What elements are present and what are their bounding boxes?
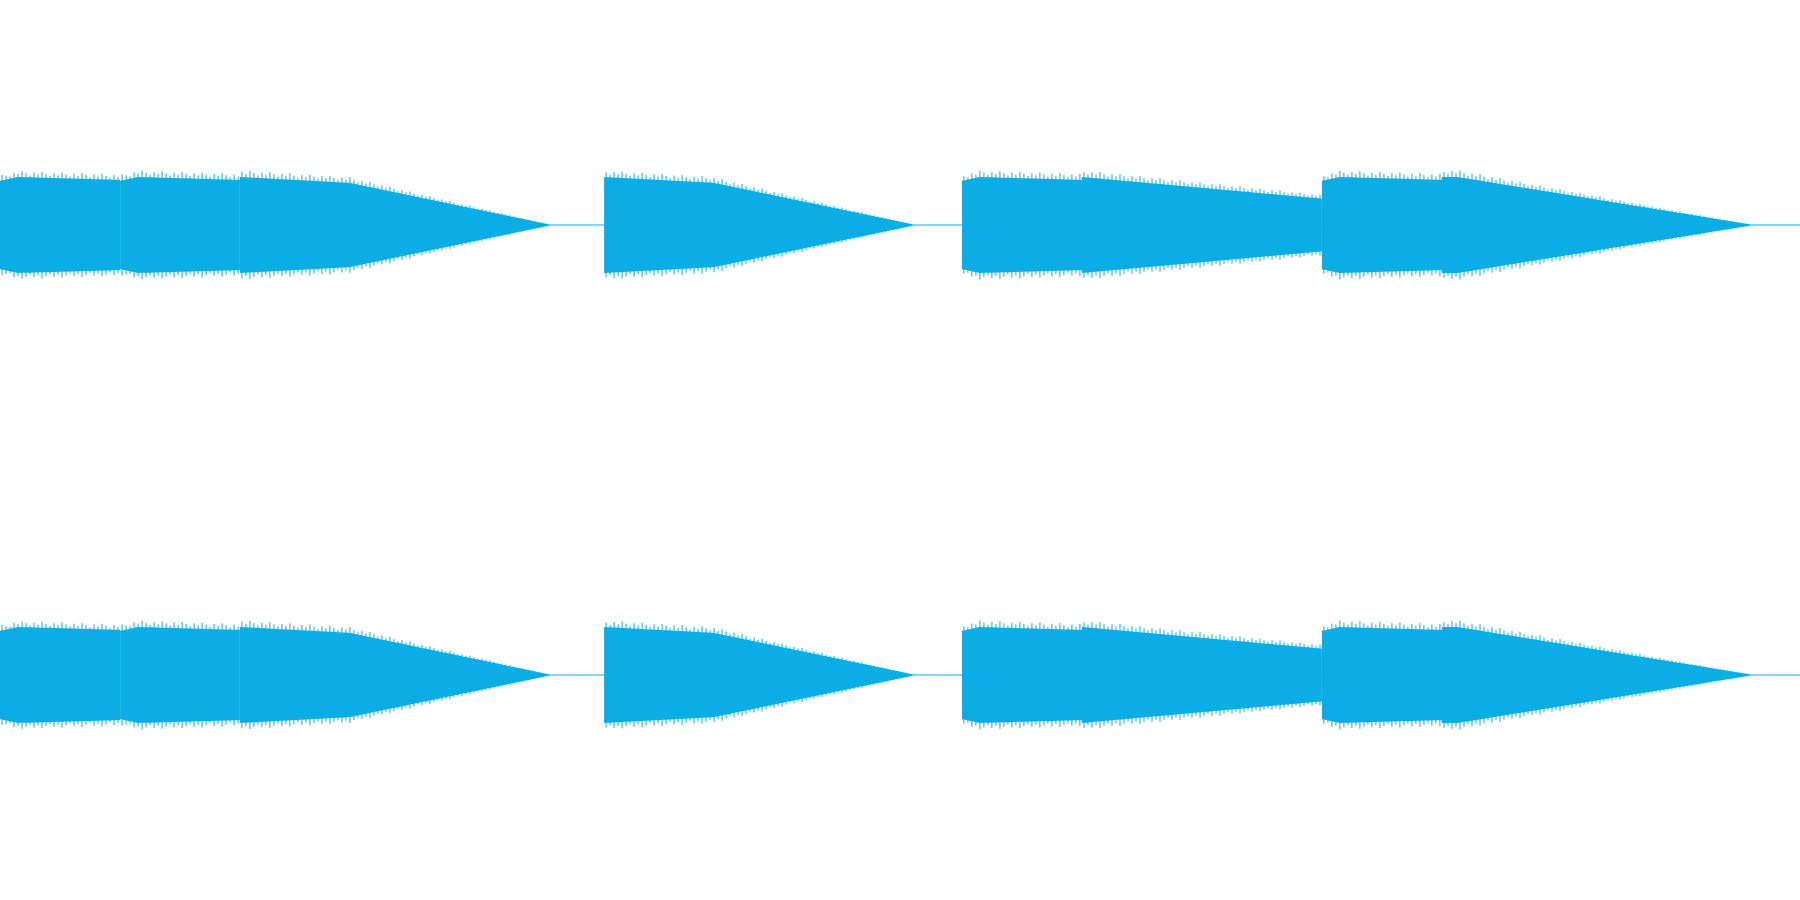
channel-1-waveform bbox=[0, 170, 1800, 280]
waveform-note-8 bbox=[1442, 177, 1754, 273]
waveform-note-3-spikes bbox=[241, 171, 551, 279]
waveform-note-6-spikes bbox=[1083, 622, 1321, 728]
waveform-note-8-spikes bbox=[1443, 620, 1753, 730]
waveform-note-5-spikes bbox=[963, 170, 1081, 280]
waveform-note-8-spikes bbox=[1443, 170, 1753, 280]
waveform-note-6 bbox=[1082, 627, 1322, 723]
waveform-note-3 bbox=[239, 627, 553, 723]
waveform-note-2-spikes bbox=[121, 620, 239, 730]
channel-2-waveform bbox=[0, 450, 1800, 900]
channel-2-svg bbox=[0, 620, 1800, 730]
waveform-note-2-spikes bbox=[121, 170, 239, 280]
waveform-note-1-spikes bbox=[1, 621, 119, 729]
waveform-note-7-spikes bbox=[1323, 170, 1441, 280]
waveform-note-7-spikes bbox=[1323, 620, 1441, 730]
waveform-note-4 bbox=[604, 177, 916, 273]
waveform-note-8 bbox=[1442, 627, 1754, 723]
waveform-note-1-spikes bbox=[1, 171, 119, 279]
waveform-note-6-spikes bbox=[1083, 172, 1321, 278]
waveform-note-4-spikes bbox=[605, 621, 915, 729]
waveform-note-3-spikes bbox=[241, 621, 551, 729]
waveform-note-4 bbox=[604, 627, 916, 723]
channel-1-svg bbox=[0, 170, 1800, 280]
waveform-note-6 bbox=[1082, 177, 1322, 273]
waveform-note-5-spikes bbox=[963, 620, 1081, 730]
waveform-note-4-spikes bbox=[605, 171, 915, 279]
waveform-note-3 bbox=[239, 177, 553, 273]
